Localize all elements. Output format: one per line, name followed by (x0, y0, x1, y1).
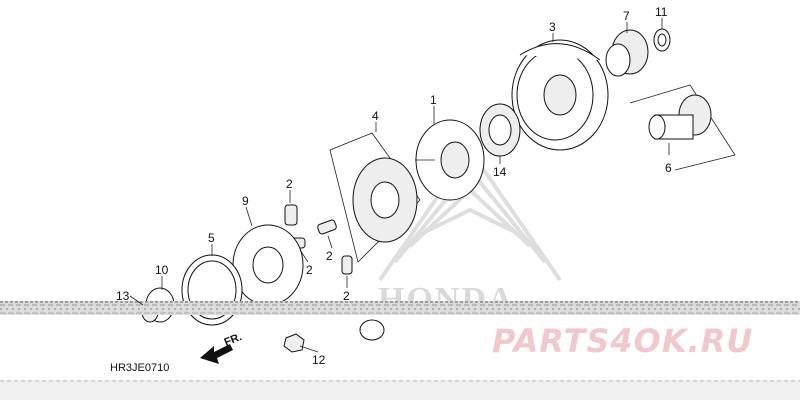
callout-9: 9 (242, 194, 249, 208)
drive-gear (605, 29, 649, 77)
primary-gear-shaft (629, 84, 736, 171)
leader-lines (129, 18, 670, 353)
callout-2-left: 2 (306, 263, 313, 277)
front-direction-arrow (200, 344, 233, 364)
clutch-springs (284, 204, 353, 275)
clutch-weight-assembly (329, 132, 421, 263)
callout-2-mid: 2 (326, 249, 333, 263)
callout-6: 6 (665, 161, 672, 175)
callout-13: 13 (116, 289, 130, 303)
clutch-drive-plate (415, 119, 485, 201)
clutch-cover-plate (232, 224, 304, 306)
callout-2-bottom: 2 (343, 289, 350, 303)
callout-5: 5 (208, 231, 215, 245)
front-direction-label: FR. (223, 331, 244, 349)
callout-2-top: 2 (286, 177, 293, 191)
site-watermark: PARTS4OK.RU (492, 322, 753, 360)
clutch-outer-drum (511, 39, 609, 151)
callout-12: 12 (312, 353, 326, 367)
thrust-washer (653, 28, 671, 52)
callout-7: 7 (623, 9, 630, 23)
callout-3: 3 (549, 20, 556, 34)
callout-1: 1 (430, 93, 437, 107)
diagram-code: HR3JE0710 (110, 362, 169, 374)
callout-4: 4 (372, 109, 379, 123)
callout-11: 11 (655, 5, 668, 19)
callout-10: 10 (155, 263, 169, 277)
callout-14: 14 (493, 165, 507, 179)
flange-bolt (283, 319, 385, 353)
one-way-clutch (479, 103, 521, 157)
torn-edge-band (0, 301, 800, 400)
